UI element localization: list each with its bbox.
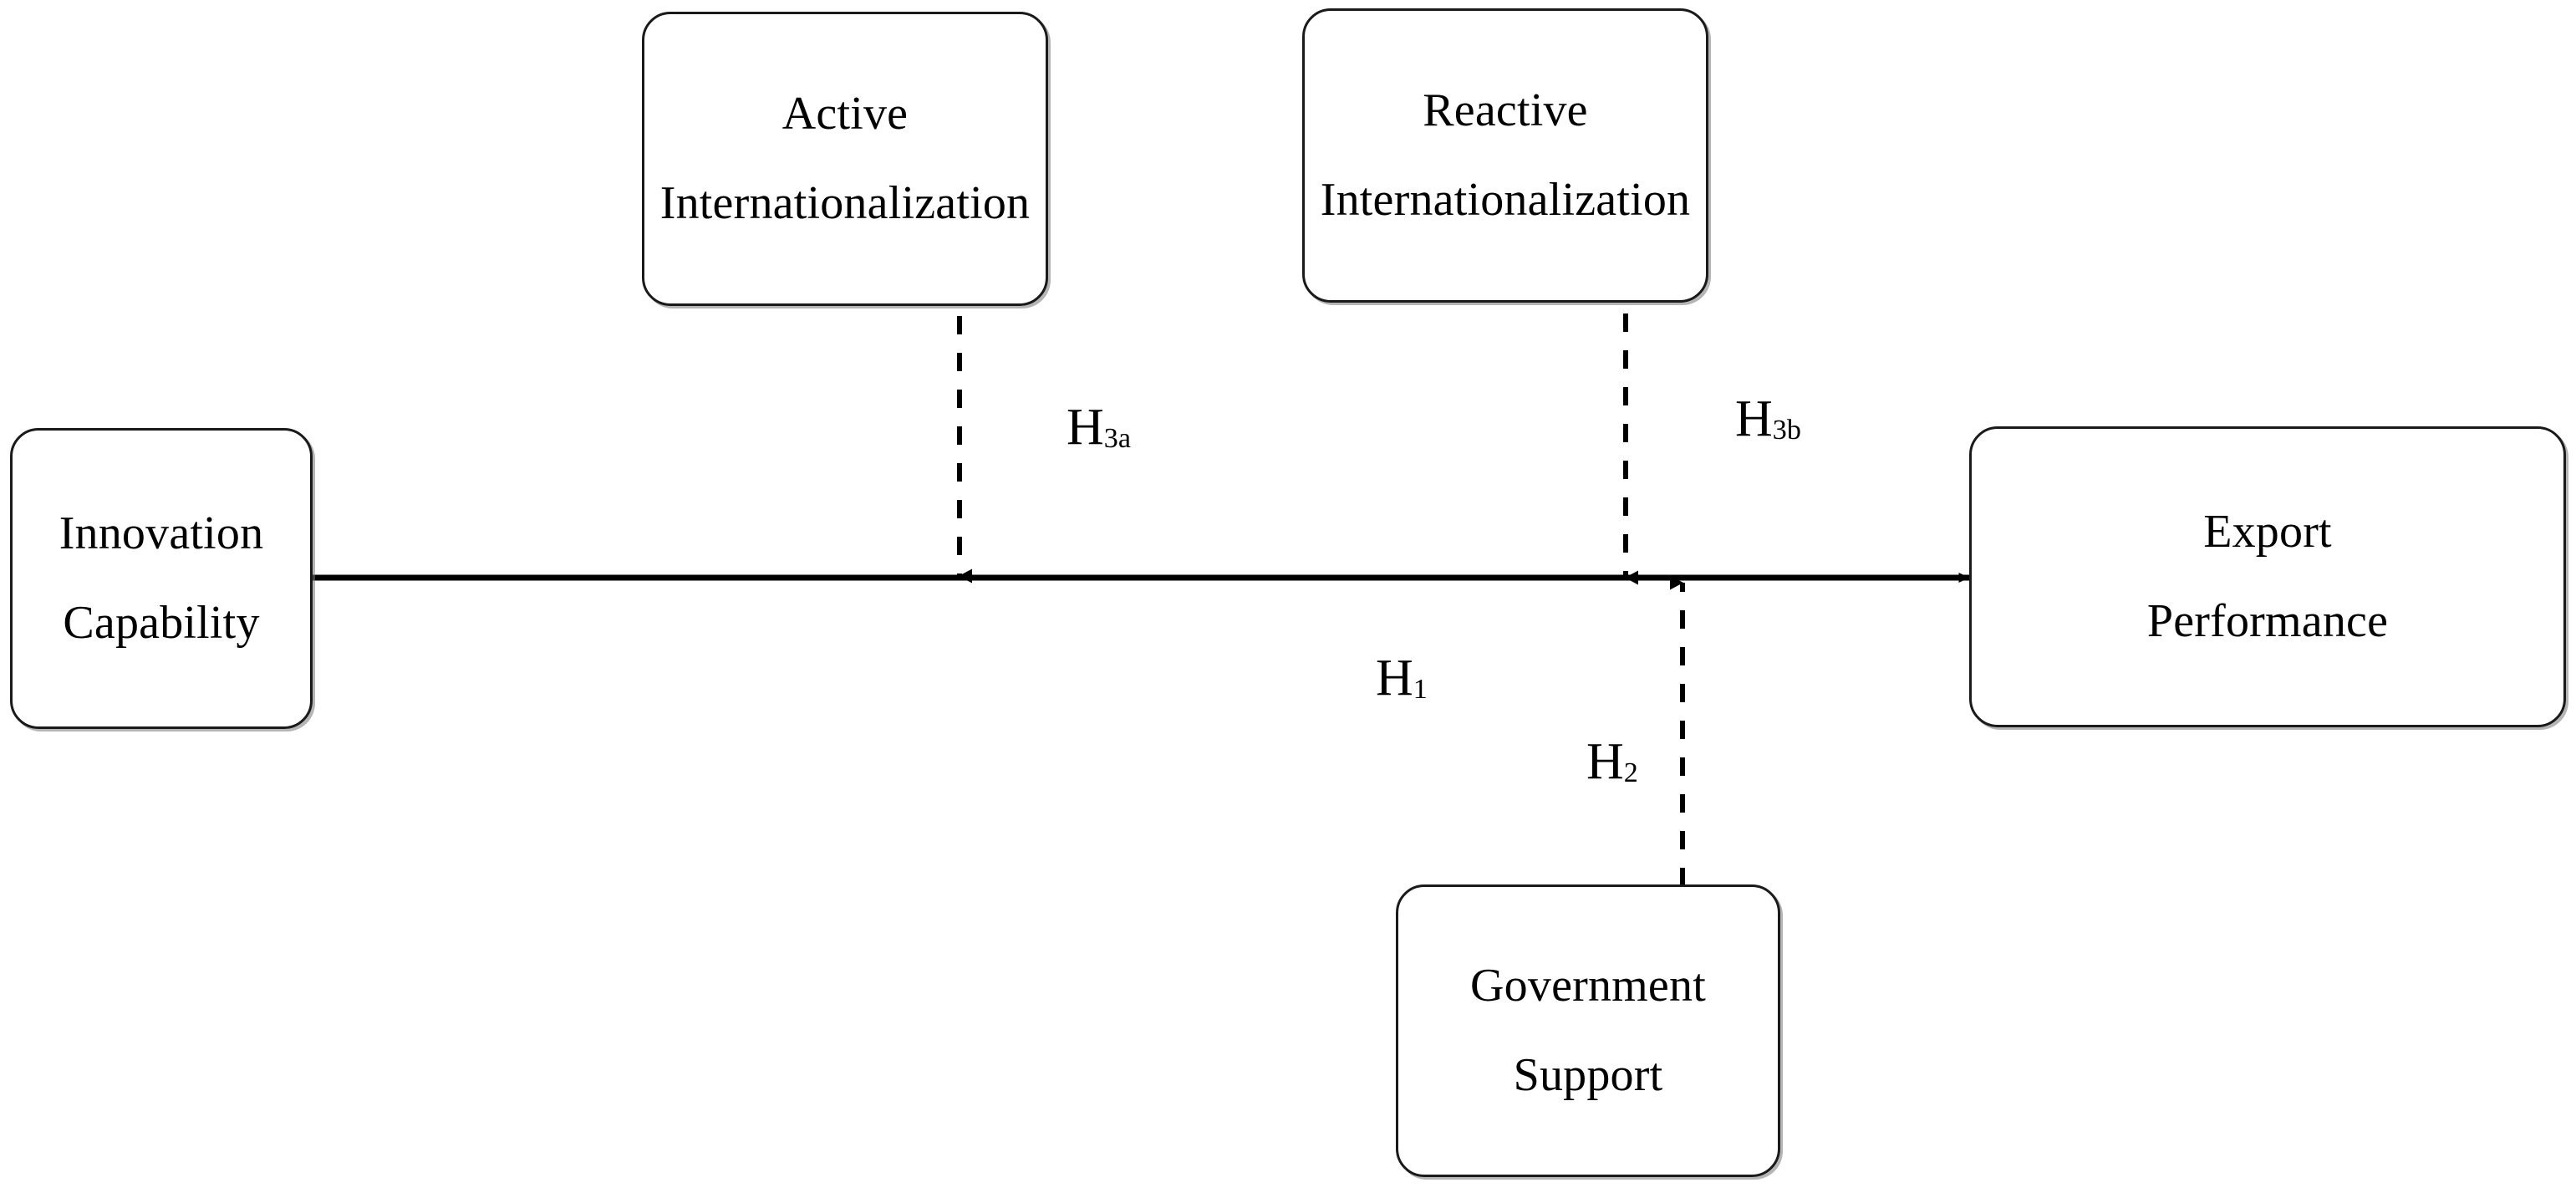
- node-label-line2: Internationalization: [659, 177, 1031, 229]
- hypothesis-subscript: 3b: [1772, 415, 1801, 446]
- node-label-line1: Active: [781, 88, 909, 140]
- node-label-line2: Capability: [63, 597, 260, 649]
- node-label-line2: Performance: [2146, 595, 2389, 647]
- node-label-line2: Support: [1513, 1049, 1663, 1101]
- hypothesis-label-h1: H1: [1376, 652, 1428, 704]
- node-label-line1: Government: [1470, 960, 1706, 1012]
- hypothesis-subscript: 2: [1623, 757, 1638, 789]
- hypothesis-label-h3a: H3a: [1067, 401, 1131, 453]
- hypothesis-letter: H: [1376, 650, 1413, 706]
- node-export-performance[interactable]: Export Performance: [1969, 426, 2566, 727]
- node-label-line2: Internationalization: [1320, 174, 1691, 226]
- node-label-line1: Innovation: [59, 507, 264, 560]
- node-innovation-capability[interactable]: Innovation Capability: [10, 428, 313, 729]
- hypothesis-letter: H: [1735, 390, 1773, 447]
- node-reactive-internationalization[interactable]: Reactive Internationalization: [1302, 8, 1708, 303]
- node-active-internationalization[interactable]: Active Internationalization: [642, 12, 1048, 306]
- hypothesis-letter: H: [1586, 733, 1624, 790]
- node-label-line1: Export: [2203, 506, 2332, 558]
- node-government-support[interactable]: Government Support: [1396, 884, 1780, 1177]
- hypothesis-letter: H: [1067, 399, 1104, 456]
- node-label-line1: Reactive: [1423, 84, 1588, 137]
- hypothesis-subscript: 3a: [1103, 423, 1131, 455]
- hypothesis-label-h3b: H3b: [1735, 393, 1801, 445]
- hypothesis-label-h2: H2: [1586, 736, 1638, 788]
- hypothesis-subscript: 1: [1413, 674, 1428, 706]
